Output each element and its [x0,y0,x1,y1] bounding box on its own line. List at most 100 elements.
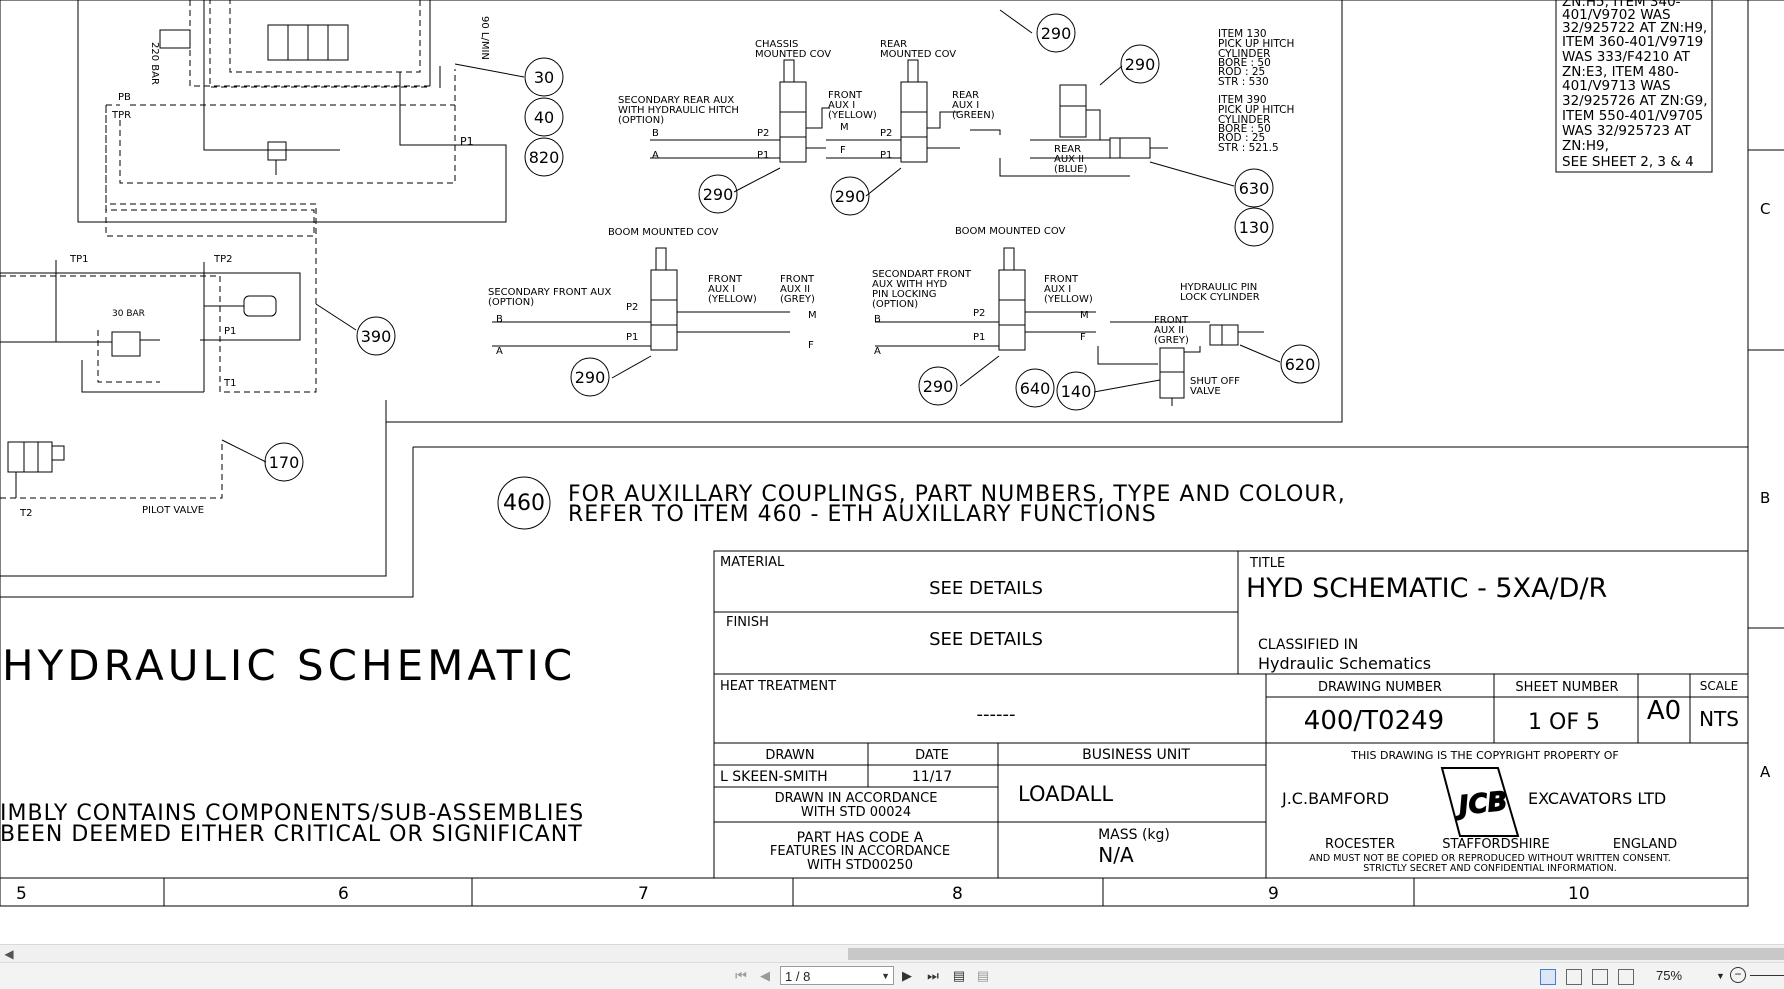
location-3: ENGLAND [1613,837,1677,852]
part-code-2: FEATURES IN ACCORDANCE [770,844,950,859]
item-bubble-label: 290 [703,185,734,204]
item-bubble-label: 630 [1239,179,1270,198]
size-value: A0 [1647,696,1681,726]
chassis-cov-label-2: MOUNTED COV [755,49,831,60]
note-line-1: IMBLY CONTAINS COMPONENTS/SUB-ASSEMBLIES [0,801,584,826]
continuous-facing-view-icon[interactable] [1618,969,1634,985]
scale-value: NTS [1699,707,1739,731]
secondart-front-4: (OPTION) [872,299,918,310]
first-page-icon[interactable]: ⏮ [735,968,747,983]
rear-aux2-blue-3: (BLUE) [1054,164,1087,175]
port-b: B [652,128,659,139]
item-bubble-label: 390 [361,327,392,346]
drawn-value: L SKEEN-SMITH [720,769,828,785]
rev-note-6: 401/V9713 WAS [1562,78,1671,94]
zone-number-5: 5 [16,884,27,904]
spec390-l4: ROD : 25 [1218,132,1265,144]
item-bubble [356,316,396,356]
next-page-icon[interactable]: ▶ [902,968,912,983]
shut-off-2: VALVE [1190,386,1221,397]
item-bubble [1056,371,1096,411]
rev-note-2: 32/925722 AT ZN:H9, [1562,20,1707,36]
zoom-out-icon[interactable]: − [1730,967,1746,983]
facing-view-icon[interactable] [1592,969,1608,985]
p1-label-left: P1 [224,326,236,337]
spec130-l4: ROD : 25 [1218,66,1265,78]
rev-note-5: ZN:E3, ITEM 480- [1562,64,1679,80]
item-bubble-label: 820 [529,148,560,167]
scroll-left-icon[interactable]: ◀ [4,947,14,961]
next-view-icon[interactable]: ▤ [976,968,990,983]
zone-letter-c: C [1760,200,1770,218]
port-p1-b: P1 [880,150,892,161]
zone-letter-b: B [1760,489,1770,507]
copyright-bottom-1: AND MUST NOT BE COPIED OR REPRODUCED WIT… [1309,853,1670,864]
last-page-icon[interactable]: ⏭ [927,968,939,983]
chassis-cov-label-1: CHASSIS [755,39,798,50]
item-bubble-label: 620 [1285,355,1316,374]
front-aux2-grey-b-1: FRONT [1154,315,1189,326]
spec390-l1: PICK UP HITCH [1218,104,1294,116]
pb-label: PB [118,92,131,103]
item-bubble-label: 30 [534,68,554,87]
drawn-label: DRAWN [765,748,814,763]
zone-number-7: 7 [638,884,649,904]
item-bubble [1120,44,1160,84]
port-p1-d: P1 [973,332,985,343]
single-page-view-icon[interactable] [1540,969,1556,985]
page-indicator: 1 / 8 [785,969,811,984]
item-bubble [830,176,870,216]
zone-number-9: 9 [1268,884,1279,904]
front-aux1-yellow-1: FRONT [828,90,863,101]
boom-cov-label-2: BOOM MOUNTED COV [955,226,1066,237]
item-bubble [1036,13,1076,53]
location-1: ROCESTER [1325,837,1395,852]
business-label: BUSINESS UNIT [1082,747,1190,763]
port-p2-c: P2 [626,302,638,313]
port-a-c: A [496,346,503,357]
zoom-slider[interactable] [1750,975,1784,976]
zoom-level[interactable]: 75% [1656,968,1683,983]
item-bubble-label: 290 [1041,24,1072,43]
port-m-b: M [808,310,817,321]
item-bubble [524,137,564,177]
title-value: HYD SCHEMATIC - 5XA/D/R [1246,573,1607,604]
item-bubble [570,357,610,397]
previous-view-icon[interactable]: ▤ [952,968,966,983]
zoom-dropdown-icon[interactable]: ▼ [1716,971,1725,981]
zone-number-10: 10 [1568,884,1590,904]
rev-note-8: ITEM 550-401/V9705 [1562,108,1703,124]
front-aux1-yellow-c-3: (YELLOW) [1044,294,1093,305]
rear-aux1-green-3: (GREEN) [952,110,995,121]
item-bubble [524,57,564,97]
schematic-canvas: 220 BAR 90 L/MIN PB TPR P1 TP1 TP2 30 BA… [0,0,1784,907]
sec-rear-aux-2: WITH HYDRAULIC HITCH [618,105,739,116]
main-heading: HYDRAULIC SCHEMATIC [2,641,576,690]
rear-cov-label-1: REAR [880,39,907,50]
scrollbar-thumb[interactable] [848,948,1784,960]
rev-note-4: WAS 333/F4210 AT [1562,49,1691,65]
tp2-label: TP2 [213,254,233,265]
title-label: TITLE [1249,556,1285,571]
rear-aux2-blue-2: AUX II [1054,154,1084,165]
zone-number-8: 8 [952,884,963,904]
bar220-label: 220 BAR [149,42,160,85]
page-number-select[interactable]: 1 / 8 ▼ [780,966,894,985]
item-bubble-label: 130 [1239,218,1270,237]
previous-page-icon[interactable]: ◀ [760,968,770,983]
horizontal-scrollbar[interactable]: ◀ [0,944,1784,963]
material-label: MATERIAL [720,555,785,570]
front-aux1-yellow-3: (YELLOW) [828,110,877,121]
port-m-c: M [1080,310,1089,321]
item-bubble-label: 170 [269,453,300,472]
front-aux1-yellow-b-3: (YELLOW) [708,294,757,305]
chevron-down-icon: ▼ [881,971,890,981]
spec130-l3: BORE : 50 [1218,57,1271,69]
bar30-label: 30 BAR [112,309,145,319]
note-line-2: BEEN DEEMED EITHER CRITICAL OR SIGNIFICA… [0,822,583,847]
spec390-l3: BORE : 50 [1218,123,1271,135]
continuous-view-icon[interactable] [1566,969,1582,985]
drawn-std-2: WITH STD 00024 [801,805,911,820]
hyd-pin-lock-2: LOCK CYLINDER [1180,292,1260,303]
port-a: A [652,150,659,161]
